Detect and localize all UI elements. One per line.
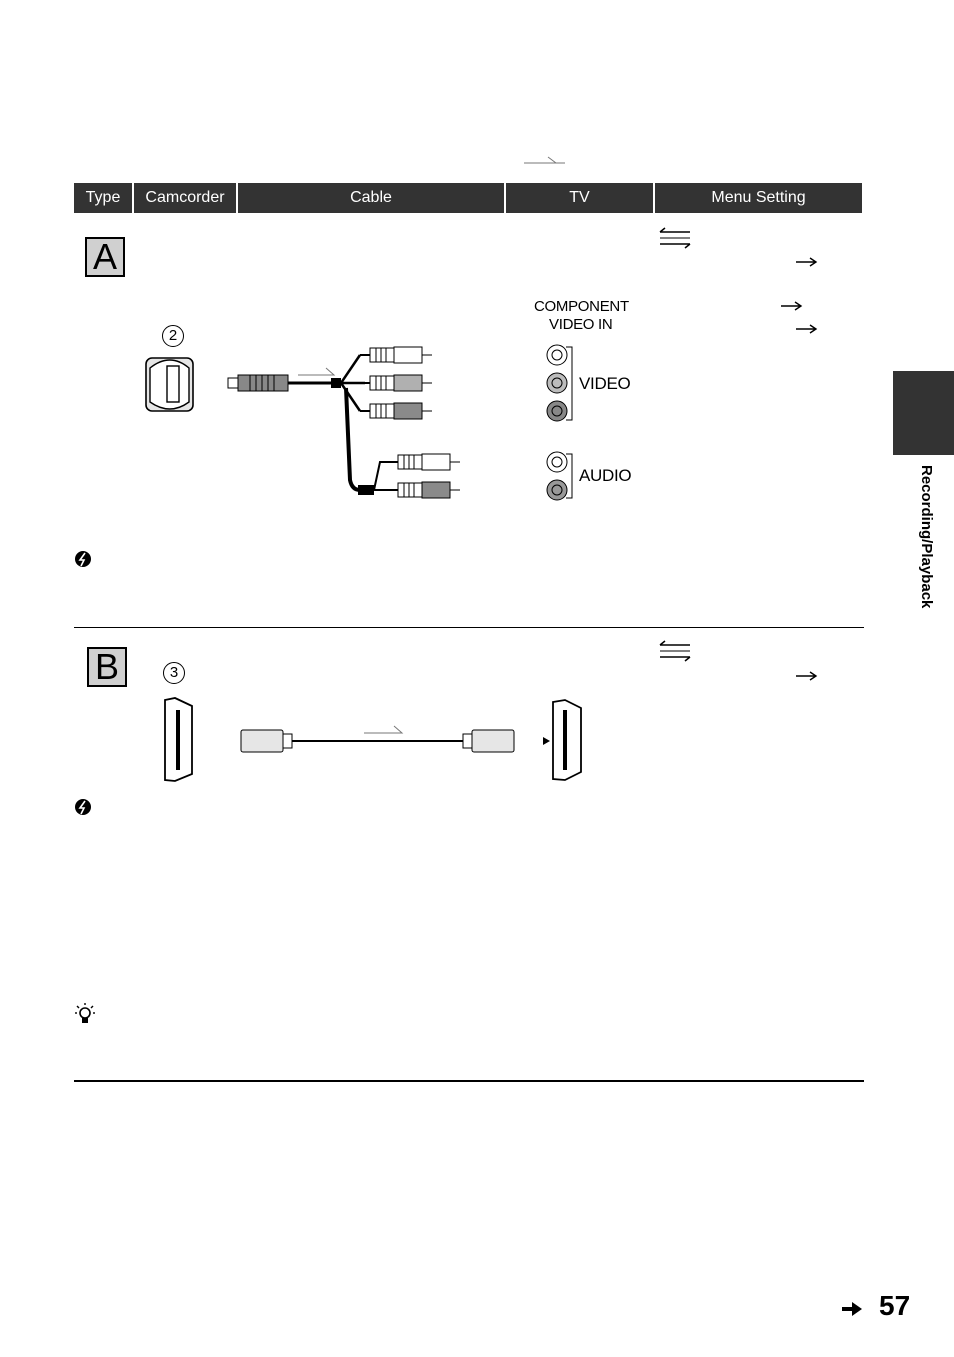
hdmi-cable-icon (240, 729, 515, 753)
menu-arrow-icon-a2 (781, 301, 803, 311)
menu-arrow-icon-a1 (796, 257, 818, 267)
tv-audio-jacks-icon (546, 451, 573, 501)
connection-table-header: Type Camcorder Cable TV Menu Setting (74, 183, 864, 213)
caution-icon-b (75, 799, 91, 815)
section-a-letter: A (85, 237, 125, 277)
component-plug-icon (227, 374, 289, 392)
tv-label-audio: AUDIO (579, 466, 632, 485)
header-menu-setting: Menu Setting (655, 183, 862, 213)
caution-icon-a (75, 551, 91, 567)
header-tv: TV (506, 183, 653, 213)
jack-number-2: 2 (162, 325, 184, 347)
header-type: Type (74, 183, 132, 213)
menu-arrow-icon-b1 (796, 671, 818, 681)
rca-plug-video-3-icon (360, 402, 432, 420)
rca-plug-video-1-icon (360, 346, 432, 364)
hdmi-out-jack-icon (164, 697, 193, 782)
menu-toggle-icon-a (659, 227, 691, 249)
tv-video-jacks-icon (546, 344, 573, 422)
hdmi-in-jack-icon (543, 699, 582, 781)
hdmi-direction-arrow-icon (364, 725, 404, 734)
menu-arrow-icon-a3 (796, 324, 818, 334)
rca-plug-audio-red-icon (397, 481, 460, 499)
section-b-letter: B (87, 647, 127, 687)
tip-lightbulb-icon (75, 1003, 95, 1023)
tv-label-component: COMPONENT (534, 298, 629, 315)
tv-label-video-in: VIDEO IN (549, 316, 613, 333)
menu-toggle-icon-b (659, 640, 691, 662)
header-camcorder: Camcorder (134, 183, 236, 213)
tv-label-video: VIDEO (579, 374, 631, 393)
header-cable: Cable (238, 183, 504, 213)
side-section-label: Recording/Playback (918, 465, 935, 609)
next-page-arrow-icon (842, 1302, 862, 1316)
rca-plug-video-2-icon (360, 374, 432, 392)
rca-plug-audio-white-icon (397, 453, 460, 471)
side-tab (893, 371, 954, 455)
jack-number-3: 3 (163, 662, 185, 684)
section-divider (74, 627, 864, 628)
component-out-jack-icon (145, 357, 194, 412)
page-end-rule (74, 1080, 864, 1082)
page-number: 57 (879, 1290, 911, 1321)
cable-direction-arrow-icon (298, 367, 336, 376)
